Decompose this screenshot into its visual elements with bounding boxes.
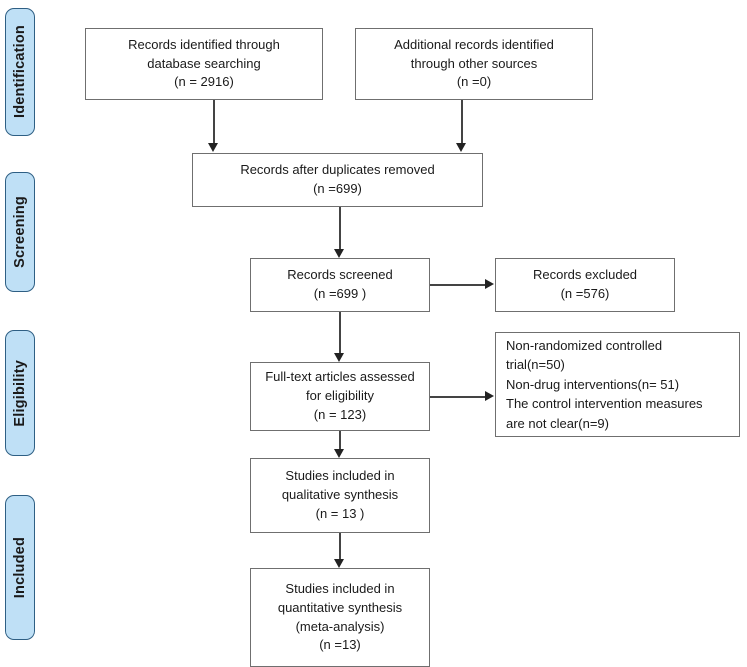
box-studies-qualitative-synthesis-text: Studies included in qualitative synthesi…	[281, 468, 399, 521]
box-records-excluded-text: Records excluded (n =576)	[532, 267, 638, 301]
box-studies-quantitative-synthesis: Studies included in quantitative synthes…	[250, 568, 430, 667]
box-fulltext-articles-excluded-reasons: Non-randomized controlled trial(n=50) No…	[495, 332, 740, 437]
arrowhead-duplicates-to-screened	[334, 249, 344, 258]
connector-qualitative-to-quantitative	[339, 533, 341, 561]
connector-fulltext-to-qualitative	[339, 431, 341, 451]
box-fulltext-articles-excluded-reasons-text: Non-randomized controlled trial(n=50) No…	[506, 337, 703, 431]
connector-other-sources-to-duplicates	[461, 100, 463, 145]
arrowhead-other-sources-to-duplicates	[456, 143, 466, 152]
box-records-screened: Records screened (n =699 )	[250, 258, 430, 312]
stage-tab-eligibility: Eligibility	[5, 330, 35, 456]
stage-tab-identification-label: Identification	[12, 25, 28, 119]
box-records-screened-text: Records screened (n =699 )	[287, 267, 393, 301]
box-records-identified-database: Records identified through database sear…	[85, 28, 323, 100]
stage-tab-identification: Identification	[5, 8, 35, 136]
box-studies-qualitative-synthesis: Studies included in qualitative synthesi…	[250, 458, 430, 533]
box-additional-records-other-sources: Additional records identified through ot…	[355, 28, 593, 100]
arrowhead-qualitative-to-quantitative	[334, 559, 344, 568]
arrowhead-fulltext-to-qualitative	[334, 449, 344, 458]
connector-screened-to-excluded	[430, 284, 486, 286]
box-fulltext-articles-assessed: Full-text articles assessed for eligibil…	[250, 362, 430, 431]
box-records-identified-database-text: Records identified through database sear…	[128, 36, 280, 90]
connector-screened-to-fulltext	[339, 312, 341, 355]
stage-tab-screening: Screening	[5, 172, 35, 292]
stage-tab-eligibility-label: Eligibility	[12, 359, 28, 427]
box-records-after-duplicates-removed-text: Records after duplicates removed (n =699…	[240, 162, 435, 196]
arrowhead-screened-to-excluded	[485, 279, 494, 289]
connector-fulltext-to-excluded-reasons	[430, 396, 486, 398]
box-records-excluded: Records excluded (n =576)	[495, 258, 675, 312]
stage-tab-screening-label: Screening	[12, 196, 28, 268]
stage-tab-included: Included	[5, 495, 35, 640]
arrowhead-fulltext-to-excluded-reasons	[485, 391, 494, 401]
box-records-after-duplicates-removed: Records after duplicates removed (n =699…	[192, 153, 483, 207]
arrowhead-database-to-duplicates	[208, 143, 218, 152]
arrowhead-screened-to-fulltext	[334, 353, 344, 362]
box-additional-records-other-sources-text: Additional records identified through ot…	[394, 36, 554, 90]
connector-duplicates-to-screened	[339, 207, 341, 251]
box-fulltext-articles-assessed-text: Full-text articles assessed for eligibil…	[265, 369, 415, 422]
stage-tab-included-label: Included	[12, 536, 28, 599]
box-studies-quantitative-synthesis-text: Studies included in quantitative synthes…	[277, 580, 403, 653]
connector-database-to-duplicates	[213, 100, 215, 145]
